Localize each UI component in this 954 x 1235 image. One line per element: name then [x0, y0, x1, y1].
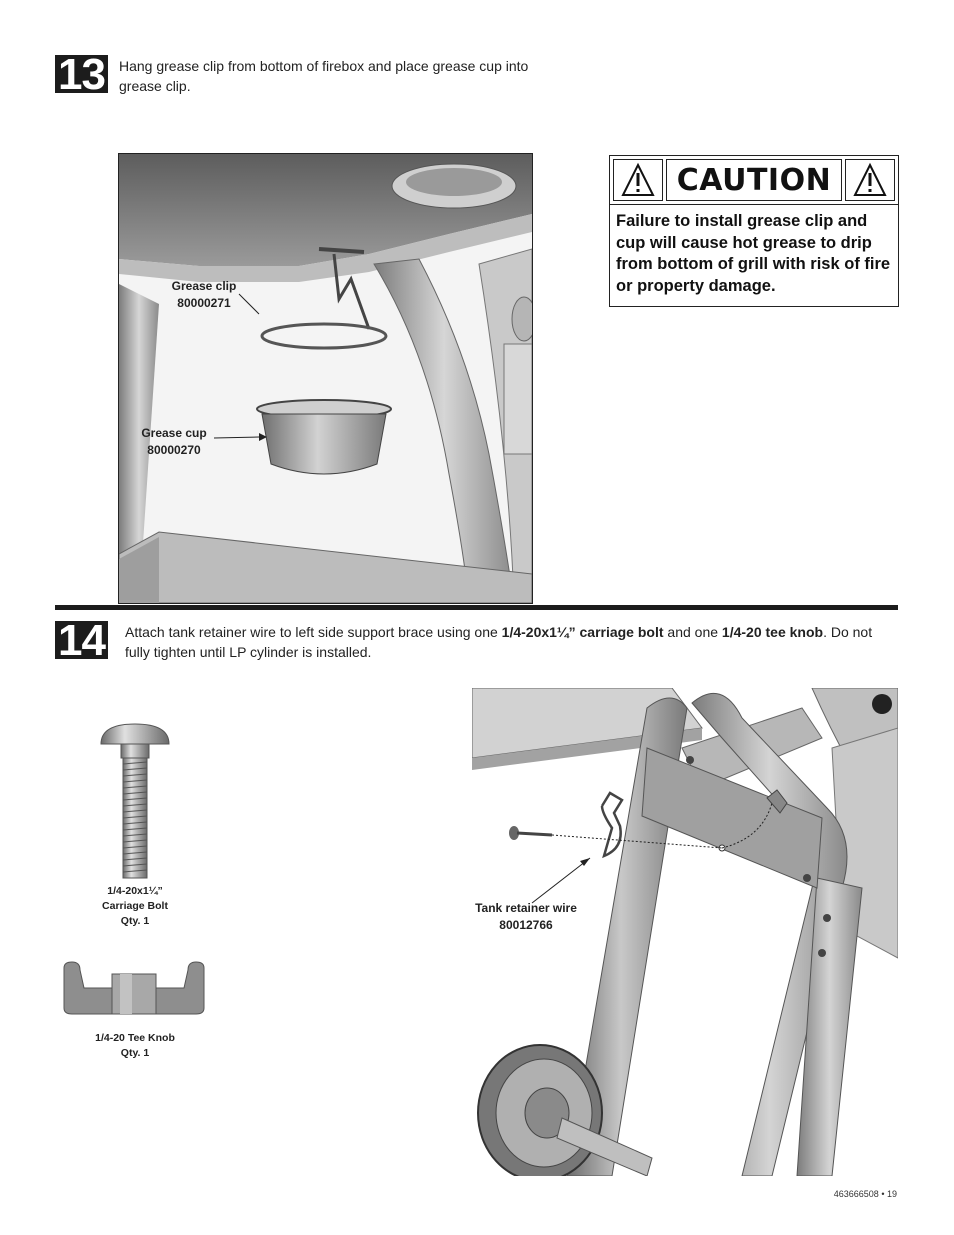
- warning-triangle-icon: [613, 159, 663, 201]
- document-number: 463666508: [833, 1189, 879, 1199]
- tank-retainer-illustration: [472, 688, 898, 1176]
- caution-text: Failure to install grease clip and cup w…: [610, 204, 898, 303]
- tee-knob-label: 1/4-20 Tee Knob Qty. 1: [75, 1031, 195, 1061]
- grease-cup-callout: Grease cup 80000270: [134, 425, 214, 459]
- step-14-instruction: Attach tank retainer wire to left side s…: [125, 622, 895, 662]
- warning-triangle-icon: [845, 159, 895, 201]
- tank-retainer-wire-name: Tank retainer wire: [475, 901, 577, 915]
- tank-retainer-wire-callout: Tank retainer wire 80012766: [466, 900, 586, 934]
- footer-separator: •: [881, 1189, 885, 1199]
- carriage-bolt-qty: Qty. 1: [120, 915, 150, 927]
- grease-clip-callout: Grease clip 80000271: [164, 278, 244, 312]
- carriage-bolt-illustration: [98, 722, 172, 882]
- caution-box: CAUTION Failure to install grease clip a…: [609, 155, 899, 307]
- caution-heading: CAUTION: [666, 159, 842, 201]
- tank-retainer-wire-part-number: 80012766: [499, 918, 553, 932]
- cart-frame-drawing: [472, 688, 898, 1176]
- page-number: 19: [886, 1189, 897, 1199]
- page-footer: 463666508 • 19: [760, 1189, 897, 1199]
- grease-clip-illustration: Grease clip 80000271 Grease cup 80000270: [118, 153, 533, 604]
- grease-cup-name: Grease cup: [141, 426, 207, 440]
- tee-knob-qty: Qty. 1: [120, 1047, 150, 1059]
- instruction-text: and one: [663, 624, 722, 640]
- instruction-text: . Do not fully tighten until LP cylinder…: [125, 624, 873, 660]
- grease-cup-part-number: 80000270: [147, 443, 201, 457]
- carriage-bolt-spec: 1/4-20x1¼” carriage bolt: [501, 624, 664, 640]
- tee-knob-spec: 1/4-20 tee knob: [721, 624, 824, 640]
- carriage-bolt-name: Carriage Bolt: [102, 900, 168, 912]
- grease-assembly-drawing: [119, 154, 532, 603]
- carriage-bolt-size: 1/4-20x1¼”: [107, 885, 163, 897]
- grease-clip-part-number: 80000271: [177, 296, 231, 310]
- grease-clip-name: Grease clip: [171, 279, 237, 293]
- step-divider: [55, 605, 898, 610]
- carriage-bolt-label: 1/4-20x1¼” Carriage Bolt Qty. 1: [85, 884, 185, 929]
- step-14-number: 14: [55, 619, 108, 663]
- tee-knob-illustration: [62, 960, 206, 1016]
- caution-header: CAUTION: [610, 156, 898, 204]
- step-13-instruction: Hang grease clip from bottom of firebox …: [119, 58, 529, 94]
- tee-knob-name: 1/4-20 Tee Knob: [95, 1032, 175, 1044]
- instruction-text: Attach tank retainer wire to left side s…: [125, 624, 502, 640]
- step-13-number: 13: [55, 53, 108, 97]
